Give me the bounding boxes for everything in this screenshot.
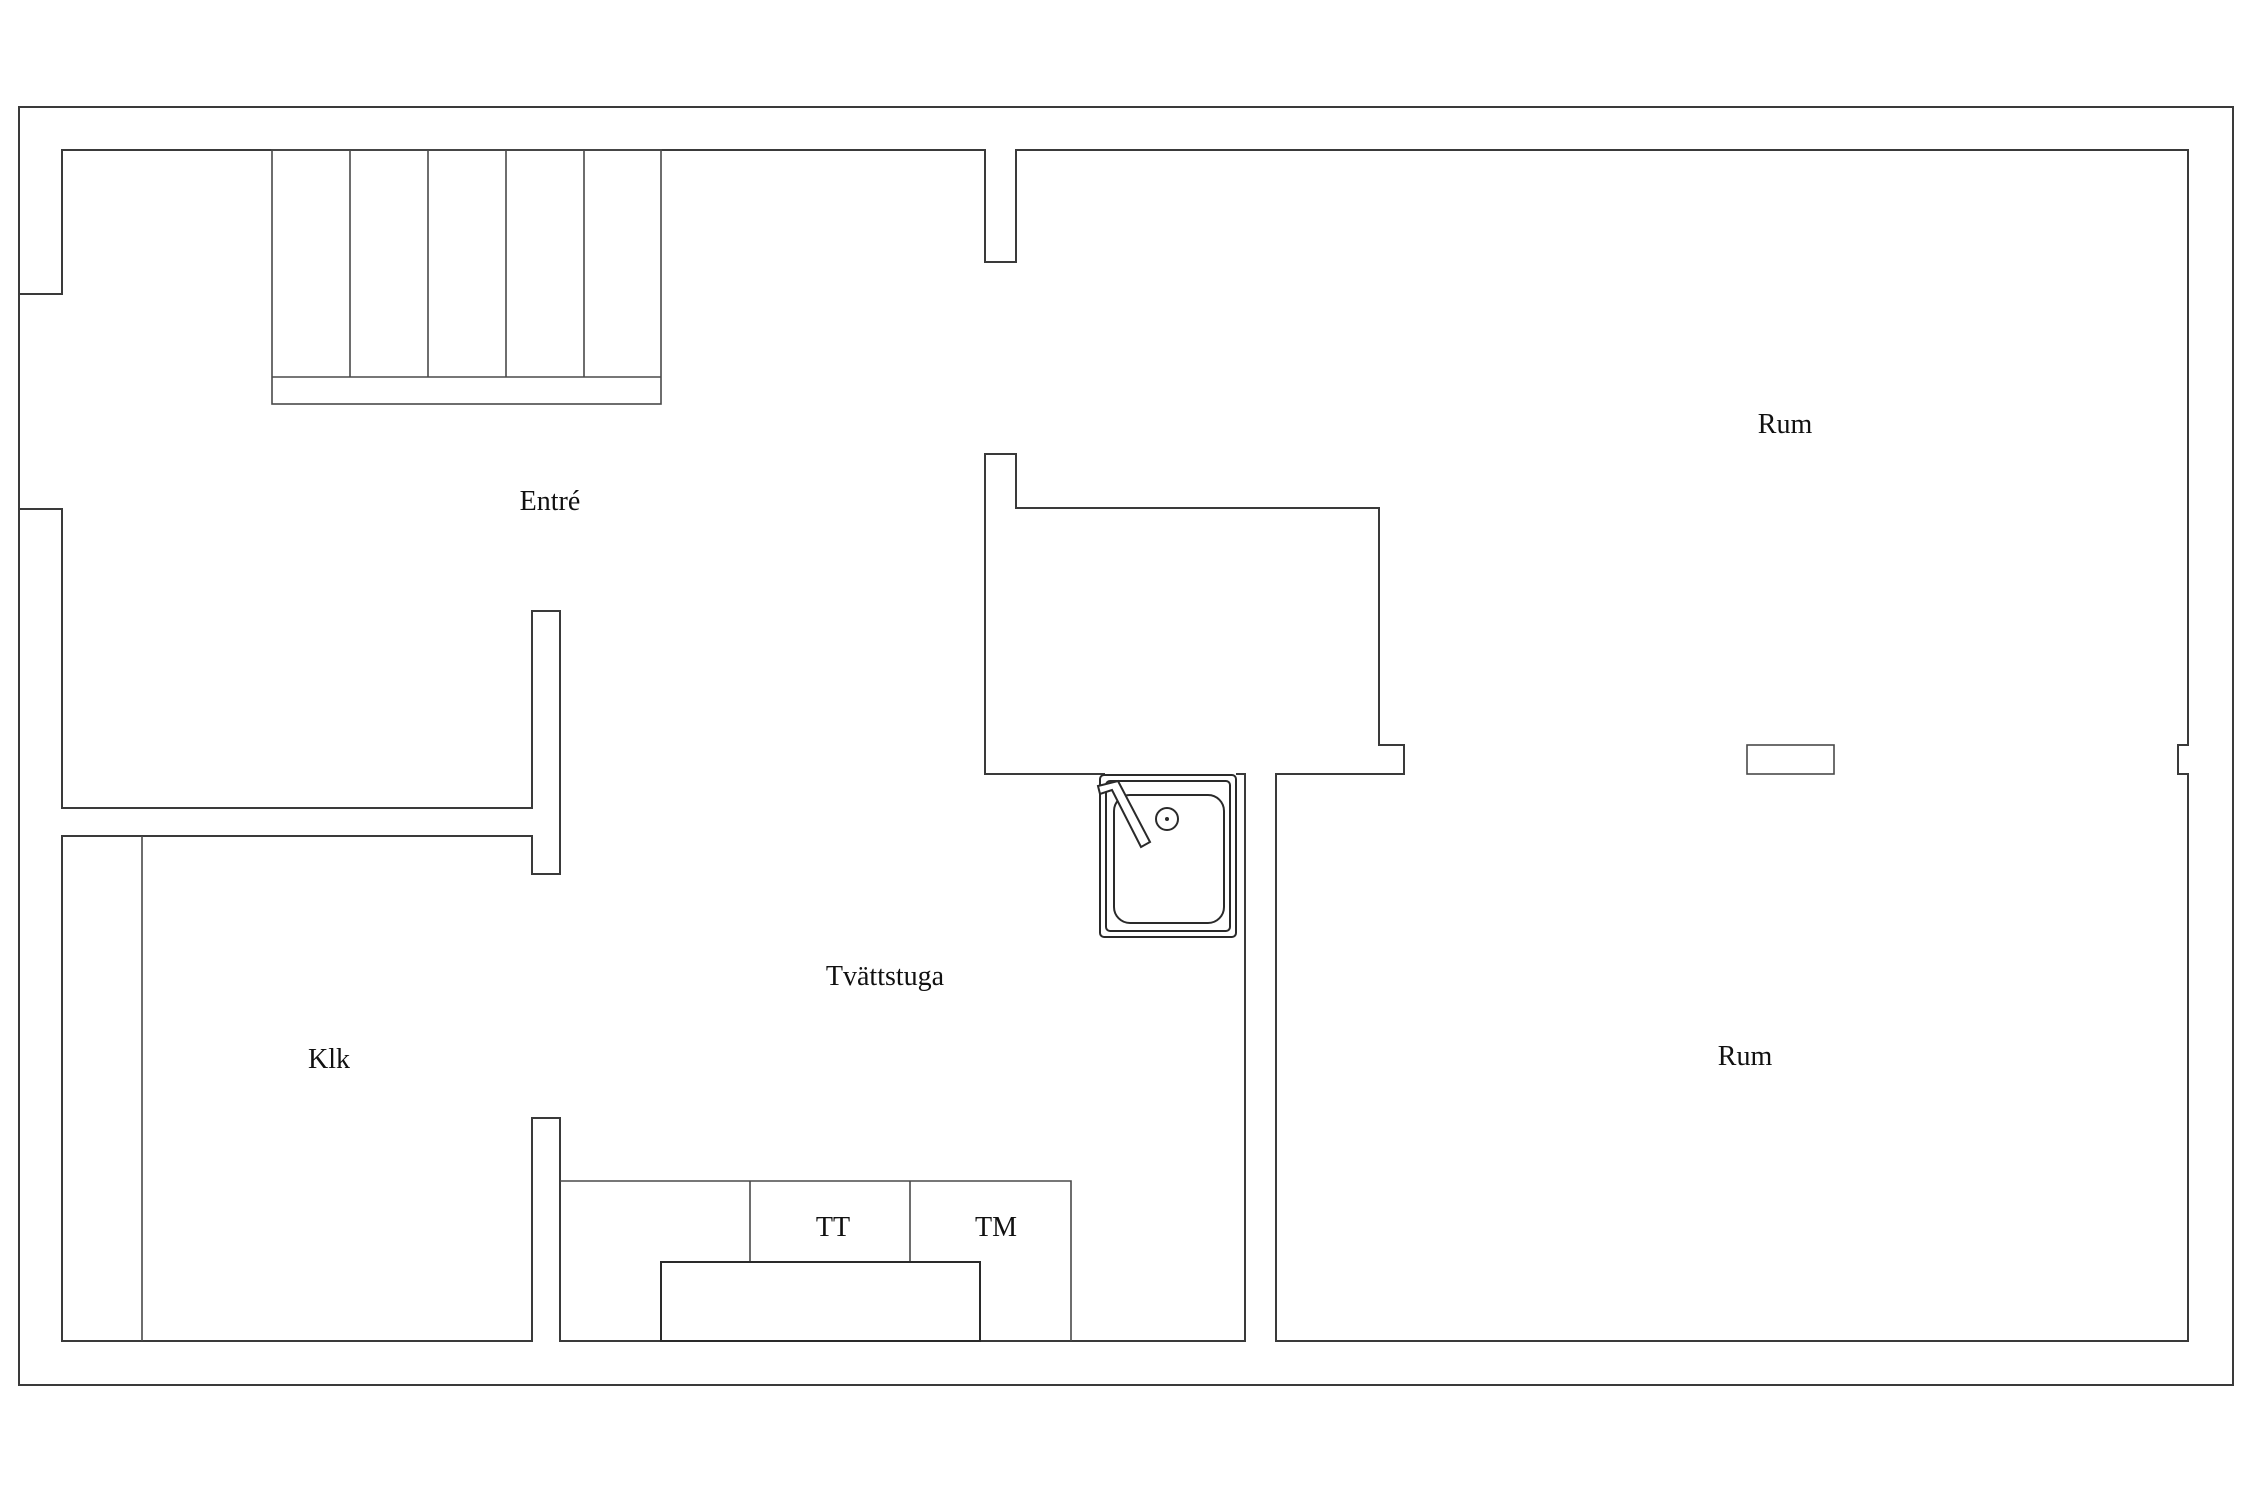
laundry-bench [660,1261,981,1342]
room-label-klk: Klk [308,1044,350,1075]
room-label-entre: Entré [520,486,581,517]
appliance-label-washing-machine: TM [975,1212,1017,1243]
laundry-counter [560,1180,1072,1341]
room-label-rum-lower: Rum [1718,1041,1773,1072]
appliance-label-tumble-dryer: TT [816,1212,850,1243]
wall-opening-marker [1746,744,1835,775]
room-label-tvattstuga: Tvättstuga [826,961,945,992]
room-label-rum-upper: Rum [1758,409,1813,440]
sink-icon [1096,774,1237,938]
entre-wall [19,149,2189,1342]
staircase [271,149,662,405]
entre-lower-wall [19,508,1246,1342]
outer-wall-outline [18,106,2234,1386]
